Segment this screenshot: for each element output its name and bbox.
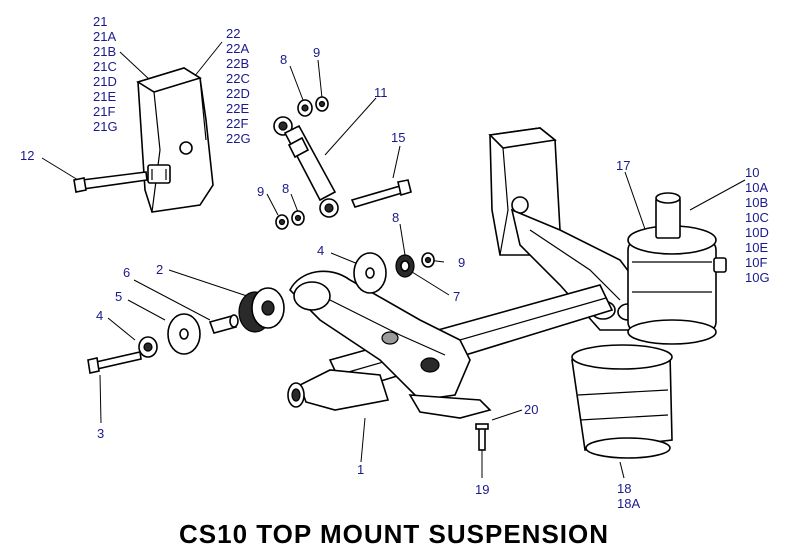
bolt-12 bbox=[73, 171, 148, 193]
label-21a: 21A bbox=[93, 29, 116, 44]
label-22-group: 22 22A 22B 22C 22D 22E 22F 22G bbox=[226, 26, 253, 146]
label-22c: 22C bbox=[226, 71, 250, 86]
label-10e: 10E bbox=[745, 240, 768, 255]
label-7: 7 bbox=[453, 289, 460, 304]
label-21: 21 bbox=[93, 14, 107, 29]
label-21e: 21E bbox=[93, 89, 116, 104]
label-8-top: 8 bbox=[280, 52, 287, 67]
label-21d: 21D bbox=[93, 74, 117, 89]
trailing-arm-left bbox=[289, 270, 492, 419]
label-22e: 22E bbox=[226, 101, 249, 116]
label-18-group: 18 18A bbox=[617, 481, 640, 511]
washer-4-right bbox=[353, 252, 387, 294]
label-19: 19 bbox=[475, 482, 489, 497]
label-10f: 10F bbox=[745, 255, 767, 270]
label-6: 6 bbox=[123, 265, 130, 280]
nut-9-right bbox=[421, 252, 435, 268]
label-2: 2 bbox=[156, 262, 163, 277]
label-3: 3 bbox=[97, 426, 104, 441]
diagram-title: CS10 TOP MOUNT SUSPENSION bbox=[179, 519, 609, 549]
label-22b: 22B bbox=[226, 56, 249, 71]
air-spring-upper bbox=[627, 192, 727, 345]
label-9-top: 9 bbox=[313, 45, 320, 60]
label-21f: 21F bbox=[93, 104, 115, 119]
leader-lines bbox=[41, 41, 746, 479]
label-22f: 22F bbox=[226, 116, 248, 131]
label-5: 5 bbox=[115, 289, 122, 304]
label-10-group: 10 10A 10B 10C 10D 10E 10F 10G bbox=[745, 165, 772, 285]
bushing-2 bbox=[238, 287, 285, 333]
sleeve-6 bbox=[208, 314, 239, 334]
label-21g: 21G bbox=[93, 119, 118, 134]
label-9-mid: 9 bbox=[257, 184, 264, 199]
label-21c: 21C bbox=[93, 59, 117, 74]
spindle-1 bbox=[287, 369, 390, 411]
hanger-bracket-left bbox=[136, 67, 214, 213]
label-10c: 10C bbox=[745, 210, 769, 225]
bolt-19 bbox=[475, 423, 489, 451]
label-8-mid: 8 bbox=[282, 181, 289, 196]
nut-7 bbox=[395, 254, 415, 278]
label-11: 11 bbox=[374, 85, 388, 100]
label-15: 15 bbox=[391, 130, 405, 145]
label-10g: 10G bbox=[745, 270, 770, 285]
label-4-left: 4 bbox=[96, 308, 103, 323]
label-21-group: 21 21A 21B 21C 21D 21E 21F 21G bbox=[93, 14, 120, 134]
label-12: 12 bbox=[20, 148, 34, 163]
label-22d: 22D bbox=[226, 86, 250, 101]
label-1: 1 bbox=[357, 462, 364, 477]
label-18a: 18A bbox=[617, 496, 640, 511]
label-9-right: 9 bbox=[458, 255, 465, 270]
label-18: 18 bbox=[617, 481, 631, 496]
callout-labels: 21 21A 21B 21C 21D 21E 21F 21G 22 22A 22… bbox=[20, 14, 772, 511]
washer-5 bbox=[167, 313, 201, 355]
label-17: 17 bbox=[616, 158, 630, 173]
label-22g: 22G bbox=[226, 131, 251, 146]
label-10b: 10B bbox=[745, 195, 768, 210]
label-21b: 21B bbox=[93, 44, 116, 59]
nuts-mid bbox=[275, 210, 305, 230]
label-4-right: 4 bbox=[317, 243, 324, 258]
label-10: 10 bbox=[745, 165, 759, 180]
label-10d: 10D bbox=[745, 225, 769, 240]
nut-4-left bbox=[138, 336, 158, 358]
nuts-top bbox=[297, 96, 329, 117]
label-8-right: 8 bbox=[392, 210, 399, 225]
label-22a: 22A bbox=[226, 41, 249, 56]
bolt-15 bbox=[350, 179, 412, 208]
shock-absorber-11 bbox=[273, 116, 339, 218]
bolt-3 bbox=[87, 351, 142, 374]
label-10a: 10A bbox=[745, 180, 768, 195]
air-spring-lower bbox=[571, 344, 673, 459]
label-22: 22 bbox=[226, 26, 240, 41]
label-20: 20 bbox=[524, 402, 538, 417]
